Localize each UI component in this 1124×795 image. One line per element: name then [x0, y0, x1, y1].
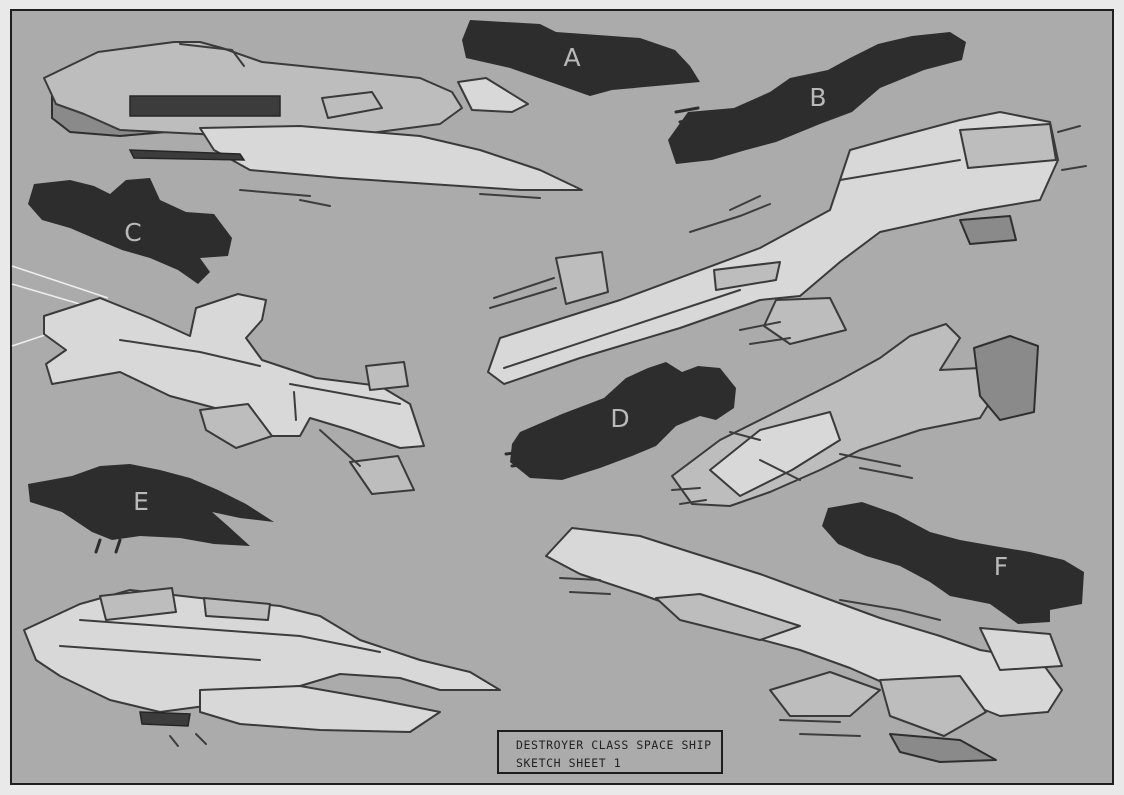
silhouette-label-d: D: [610, 404, 629, 433]
ship-sketch-2: [487, 111, 1087, 385]
ship-sketch-4: [671, 323, 1039, 507]
silhouette-a: A: [462, 20, 700, 96]
silhouette-d: D: [504, 362, 736, 480]
silhouette-label-c: C: [124, 218, 141, 247]
sheet-title-line-2: SKETCH SHEET 1: [516, 756, 622, 770]
silhouette-b: B: [668, 32, 966, 164]
ship-sketch-5: [23, 587, 501, 747]
silhouette-label-a: A: [563, 43, 580, 72]
silhouette-c: C: [28, 178, 232, 284]
silhouette-f: F: [822, 502, 1084, 624]
silhouette-label-e: E: [133, 487, 149, 516]
ship-sketch-1: [43, 41, 583, 207]
sheet-title-box: DESTROYER CLASS SPACE SHIP SKETCH SHEET …: [497, 730, 723, 774]
silhouette-e: E: [28, 464, 274, 554]
ship-sketch-3: [11, 265, 425, 495]
silhouette-label-f: F: [994, 552, 1008, 581]
ship-sketch-6: [545, 527, 1063, 763]
sheet-title-line-1: DESTROYER CLASS SPACE SHIP: [516, 738, 712, 752]
silhouette-label-b: B: [809, 83, 826, 112]
